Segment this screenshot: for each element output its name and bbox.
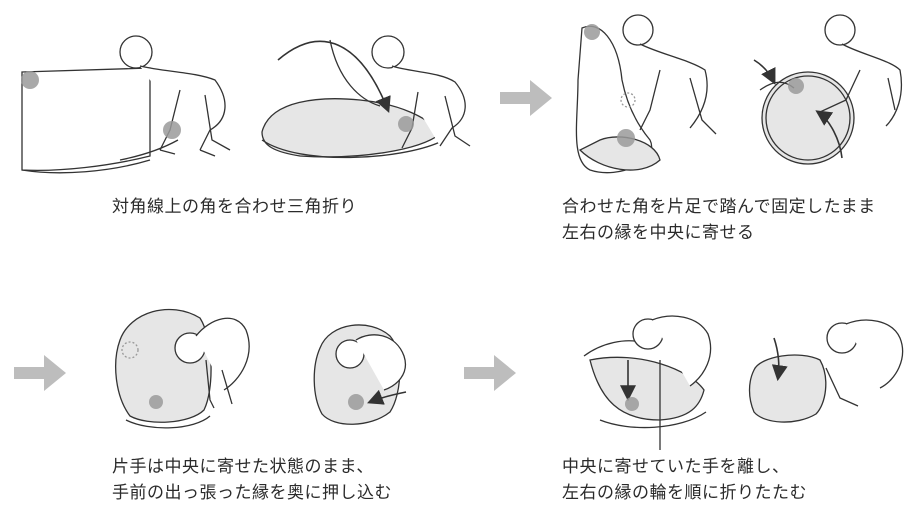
step2-caption-line2: 左右の縁を中央に寄せる <box>562 223 755 243</box>
step4-caption: 中央に寄せていた手を離し、 左右の縁の輪を順に折りたたむ <box>562 454 807 506</box>
step2-caption-line1: 合わせた角を片足で踏んで固定したまま <box>562 197 876 217</box>
step3-caption-line1: 片手は中央に寄せた状態のまま、 <box>112 457 374 477</box>
step3-illustration-b <box>313 324 407 425</box>
step1-illustration-a <box>21 35 231 174</box>
step1-caption-line1: 対角線上の角を合わせ三角折り <box>112 197 357 217</box>
step2-caption: 合わせた角を片足で踏んで固定したまま 左右の縁を中央に寄せる <box>562 194 876 246</box>
step1-caption: 対角線上の角を合わせ三角折り <box>112 194 357 220</box>
next-arrow-icon <box>500 80 552 116</box>
next-arrow-icon <box>464 355 516 391</box>
step2-illustration-b <box>753 14 902 165</box>
step4-caption-line1: 中央に寄せていた手を離し、 <box>562 457 790 477</box>
step3-caption-line2: 手前の出っ張った縁を奥に押し込む <box>112 483 392 503</box>
next-arrow-icon <box>14 355 66 391</box>
step4-caption-line2: 左右の縁の輪を順に折りたたむ <box>562 483 807 503</box>
step4-illustration-a <box>583 315 712 450</box>
step3-caption: 片手は中央に寄せた状態のまま、 手前の出っ張った縁を奥に押し込む <box>112 454 392 506</box>
step4-illustration-b <box>748 319 904 423</box>
step1-illustration-b <box>261 35 471 159</box>
step3-illustration-a <box>115 308 250 429</box>
step2-illustration-a <box>575 14 717 174</box>
